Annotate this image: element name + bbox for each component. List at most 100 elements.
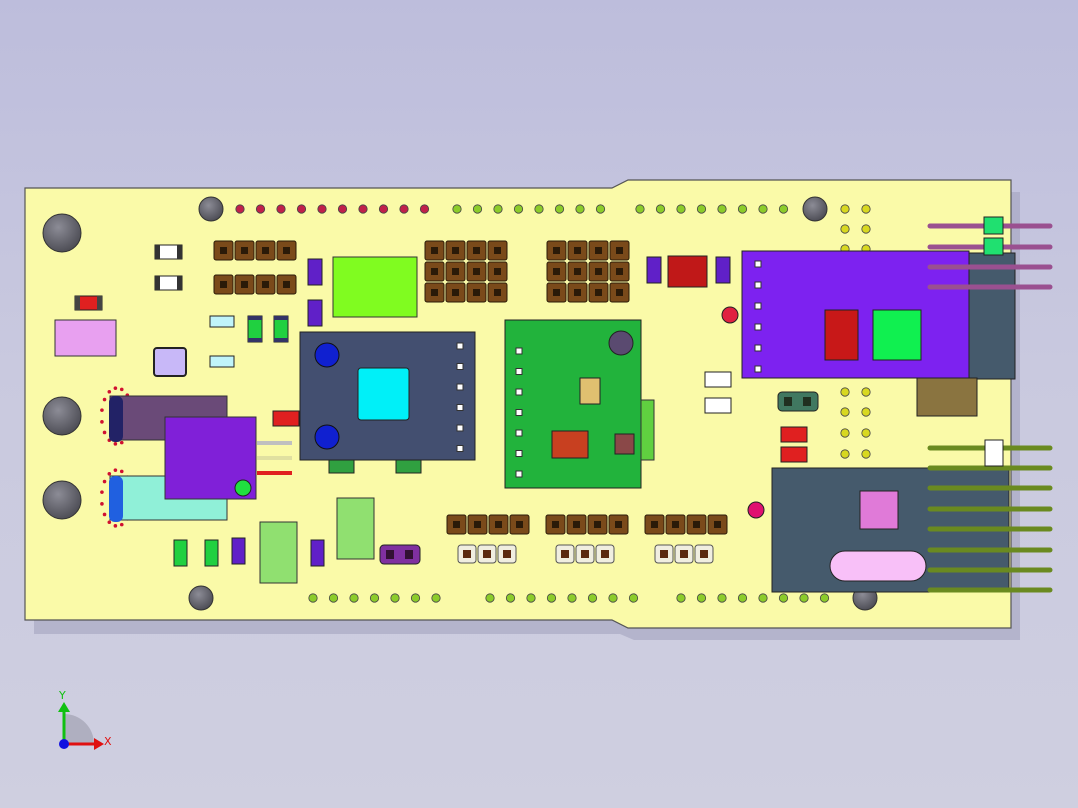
pad-red — [276, 204, 286, 214]
smd-cap-cyan-1[interactable] — [209, 315, 235, 328]
header-pin — [495, 521, 502, 528]
header-pin — [262, 247, 269, 254]
wifi-module-green-chip[interactable] — [872, 309, 922, 361]
header-pin — [431, 289, 438, 296]
pad-green — [534, 204, 544, 214]
mount-hole-left-mid — [42, 396, 82, 436]
jack-ring-pad — [102, 512, 107, 517]
smd-cap-cyan-2[interactable] — [209, 355, 235, 368]
pad-red — [296, 204, 307, 214]
header-pin — [714, 521, 721, 528]
pad-green — [513, 204, 524, 214]
pad-red — [419, 204, 430, 214]
module-pin — [456, 404, 464, 411]
pad-yellow — [840, 387, 850, 397]
lime-chip[interactable] — [332, 256, 418, 318]
pad-green — [493, 204, 503, 214]
module-pin — [754, 281, 762, 289]
light-green-block-1[interactable] — [259, 521, 298, 584]
mount-hole-left-top — [42, 213, 82, 253]
pad-green — [575, 204, 585, 214]
pad-yellow — [840, 204, 850, 214]
smd-blue-2[interactable] — [310, 539, 325, 567]
pad-green — [485, 593, 495, 603]
pad-green — [778, 204, 789, 214]
white-header-cap[interactable] — [984, 439, 1004, 467]
pad-green — [758, 204, 768, 214]
smd-led-red-right-1[interactable] — [780, 426, 808, 443]
wifi-module-red-chip[interactable] — [824, 309, 859, 361]
pink-oval-crystal[interactable] — [829, 550, 927, 582]
x-axis-label: X — [104, 735, 112, 748]
triad-arc — [64, 714, 94, 744]
pad-green — [554, 204, 565, 214]
small-red-component — [721, 306, 739, 324]
smd-blue-3[interactable] — [307, 258, 323, 286]
jack-ring-pad — [100, 420, 104, 424]
pink-square-chip[interactable] — [859, 490, 899, 530]
red-chip[interactable] — [667, 255, 708, 288]
header-pin — [651, 521, 658, 528]
mount-hole-left-bottom — [42, 480, 82, 520]
magenta-dot — [747, 501, 765, 519]
pad-green — [819, 593, 830, 603]
module-pin — [515, 347, 523, 355]
header-pin — [473, 268, 480, 275]
jack-ring-pad — [100, 408, 104, 412]
green-led-dot — [234, 479, 252, 497]
audio-jack-top-ring — [109, 396, 123, 442]
pad-green — [635, 204, 645, 214]
slate-module-tab-1 — [328, 459, 355, 474]
brown-chip[interactable] — [614, 433, 635, 455]
smd-cap-white-1[interactable] — [704, 371, 732, 388]
header-pin — [680, 550, 688, 558]
pad-yellow — [861, 204, 871, 214]
green-led-top-1[interactable] — [983, 216, 1004, 235]
smd-led-red-mid[interactable] — [272, 410, 300, 427]
header-pin — [516, 521, 523, 528]
pad-red — [337, 204, 348, 214]
jack-ring-pad — [100, 490, 104, 494]
header-pin — [431, 247, 438, 254]
module-pin — [456, 445, 464, 452]
coordinate-triad-icon: X Y — [58, 689, 112, 750]
smd-blue-5[interactable] — [646, 256, 662, 284]
green-led-top-2[interactable] — [983, 237, 1004, 256]
orange-chip[interactable] — [551, 430, 589, 459]
header-pin — [283, 247, 290, 254]
slate-connector-top[interactable] — [968, 252, 1016, 380]
olive-block[interactable] — [916, 377, 978, 417]
smd-blue-6[interactable] — [715, 256, 731, 284]
header-pin — [616, 247, 623, 254]
jack-ring-pad — [113, 386, 118, 390]
smd-green-4[interactable] — [204, 539, 219, 567]
module-pin — [754, 365, 762, 373]
tan-chip[interactable] — [579, 377, 601, 405]
smd-blue-4[interactable] — [307, 299, 323, 327]
smd-led-red-right-2[interactable] — [780, 446, 808, 463]
module-pin — [515, 388, 523, 396]
header-pin — [283, 281, 290, 288]
pink-module[interactable] — [54, 319, 117, 357]
smd-cap-white-2[interactable] — [704, 397, 732, 414]
inductor[interactable] — [153, 347, 187, 377]
light-green-block-2[interactable] — [336, 497, 375, 560]
blue-cap-top — [314, 342, 340, 368]
module-pin — [456, 383, 464, 391]
pad-green — [696, 204, 707, 214]
header-pin — [262, 281, 269, 288]
jack-ring-pad — [100, 502, 104, 506]
jumper-green[interactable] — [777, 391, 819, 412]
pad-yellow — [840, 224, 850, 234]
smd-blue-1[interactable] — [231, 537, 246, 565]
header-pin — [561, 550, 569, 558]
header-pin — [474, 521, 481, 528]
cyan-chip[interactable] — [357, 367, 410, 421]
header-pin — [483, 550, 491, 558]
header-pin — [615, 521, 622, 528]
pad-green — [567, 593, 577, 603]
jumper-purple[interactable] — [379, 544, 421, 565]
jack-ring-pad — [119, 440, 124, 445]
smd-green-3[interactable] — [173, 539, 188, 567]
